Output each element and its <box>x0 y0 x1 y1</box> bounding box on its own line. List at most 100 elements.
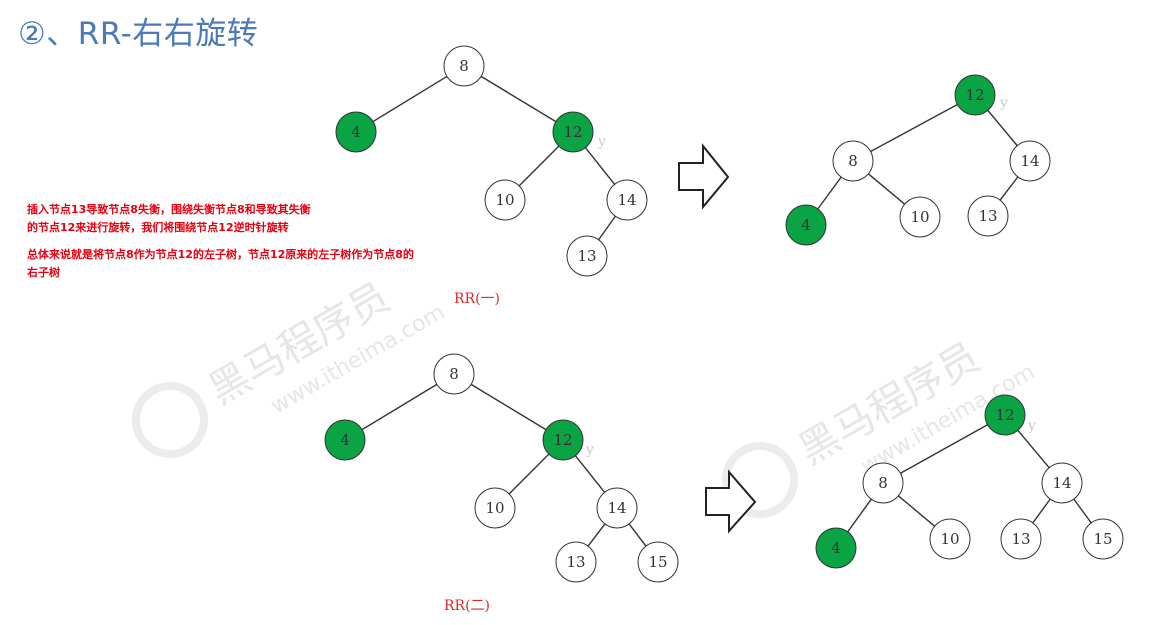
tree-edge <box>867 173 906 205</box>
node-circle <box>1000 518 1042 560</box>
node-label: 15 <box>648 553 667 571</box>
node-label: 13 <box>566 553 585 571</box>
tree-node-12: 12 <box>542 419 584 461</box>
caption-rr2: RR(二) <box>444 598 491 614</box>
explanation-note-line: 插入节点13导致节点8失衡，围绕失衡节点8和导致其失衡 <box>27 203 311 216</box>
ghost-glyph: y <box>999 95 1008 111</box>
node-label: 8 <box>848 152 858 170</box>
tree-rr1-after: 12 8 14 4 10 13 <box>785 74 1051 246</box>
tree-node-15: 15 <box>1082 518 1124 560</box>
node-label: 4 <box>351 123 361 141</box>
node-circle <box>1041 462 1083 504</box>
node-label: 10 <box>910 208 929 226</box>
node-label: 13 <box>577 247 596 265</box>
node-circle <box>552 111 594 153</box>
node-circle <box>484 179 526 221</box>
tree-node-12: 12 <box>552 111 594 153</box>
node-label: 12 <box>995 406 1014 424</box>
node-circle <box>1009 140 1051 182</box>
node-label: 10 <box>485 499 504 517</box>
tree-node-8: 8 <box>433 353 475 395</box>
tree-edge <box>518 145 560 187</box>
tree-edge <box>480 75 557 123</box>
tree-rr2-before: 8 4 12 10 14 13 15 <box>324 353 679 583</box>
tree-node-8: 8 <box>443 45 485 87</box>
node-circle <box>637 541 679 583</box>
tree-edge <box>900 424 988 474</box>
node-label: 14 <box>1020 152 1039 170</box>
node-circle <box>606 179 648 221</box>
tree-edge <box>999 176 1019 201</box>
node-circle <box>929 518 971 560</box>
tree-edge <box>1032 498 1051 524</box>
page-title: ②、RR-右右旋转 <box>18 16 259 52</box>
tree-node-14: 14 <box>1009 140 1051 182</box>
node-circle <box>967 195 1009 237</box>
tree-edge <box>584 147 616 185</box>
ghost-glyph: y <box>585 442 594 458</box>
node-label: 4 <box>831 539 841 557</box>
tree-node-8: 8 <box>832 140 874 182</box>
node-label: 4 <box>801 216 811 234</box>
ghost-glyph: y <box>1027 418 1036 434</box>
node-label: 8 <box>449 365 459 383</box>
tree-edge <box>1073 498 1092 524</box>
tree-node-8: 8 <box>862 462 904 504</box>
node-label: 12 <box>553 431 572 449</box>
node-label: 10 <box>495 191 514 209</box>
tree-edge <box>574 455 606 493</box>
tree-edge <box>987 109 1018 147</box>
node-circle <box>443 45 485 87</box>
node-circle <box>984 394 1026 436</box>
tree-node-14: 14 <box>606 179 648 221</box>
tree-node-4: 4 <box>335 111 377 153</box>
tree-node-13: 13 <box>566 235 608 277</box>
tree-node-12: 12 <box>984 394 1026 436</box>
node-circle <box>1082 518 1124 560</box>
right-arrow-icon <box>705 469 757 534</box>
tree-node-4: 4 <box>815 527 857 569</box>
node-label: 15 <box>1093 530 1112 548</box>
ghost-glyph: y <box>597 134 606 150</box>
tree-edge <box>897 495 936 527</box>
node-circle <box>474 487 516 529</box>
node-label: 14 <box>617 191 636 209</box>
tree-edge <box>817 176 842 210</box>
node-circle <box>433 353 475 395</box>
tree-node-4: 4 <box>785 204 827 246</box>
node-circle <box>566 235 608 277</box>
node-circle <box>542 419 584 461</box>
tree-edge <box>372 75 448 123</box>
node-label: 12 <box>563 123 582 141</box>
tree-edge <box>870 103 958 153</box>
node-label: 14 <box>1052 474 1071 492</box>
tree-node-13: 13 <box>967 195 1009 237</box>
tree-edge <box>470 383 547 431</box>
node-label: 8 <box>878 474 888 492</box>
node-label: 10 <box>940 530 959 548</box>
node-label: 4 <box>340 431 350 449</box>
node-label: 12 <box>965 86 984 104</box>
explanation-note-line: 右子树 <box>27 266 60 279</box>
tree-node-10: 10 <box>929 518 971 560</box>
node-circle <box>899 196 941 238</box>
tree-edge <box>508 453 550 495</box>
tree-node-12: 12 <box>954 74 996 116</box>
tree-edge <box>628 523 647 547</box>
tree-edge <box>1017 429 1050 469</box>
tree-node-10: 10 <box>484 179 526 221</box>
tree-node-14: 14 <box>1041 462 1083 504</box>
tree-edge <box>587 523 606 547</box>
tree-edge <box>847 498 872 533</box>
node-circle <box>954 74 996 116</box>
tree-node-13: 13 <box>555 541 597 583</box>
node-label: 14 <box>607 499 626 517</box>
explanation-note-line: 的节点12来进行旋转，我们将围绕节点12逆时针旋转 <box>27 221 289 234</box>
tree-node-4: 4 <box>324 419 366 461</box>
node-circle <box>815 527 857 569</box>
node-label: 13 <box>978 207 997 225</box>
node-circle <box>324 419 366 461</box>
right-arrow-icon <box>678 143 730 210</box>
